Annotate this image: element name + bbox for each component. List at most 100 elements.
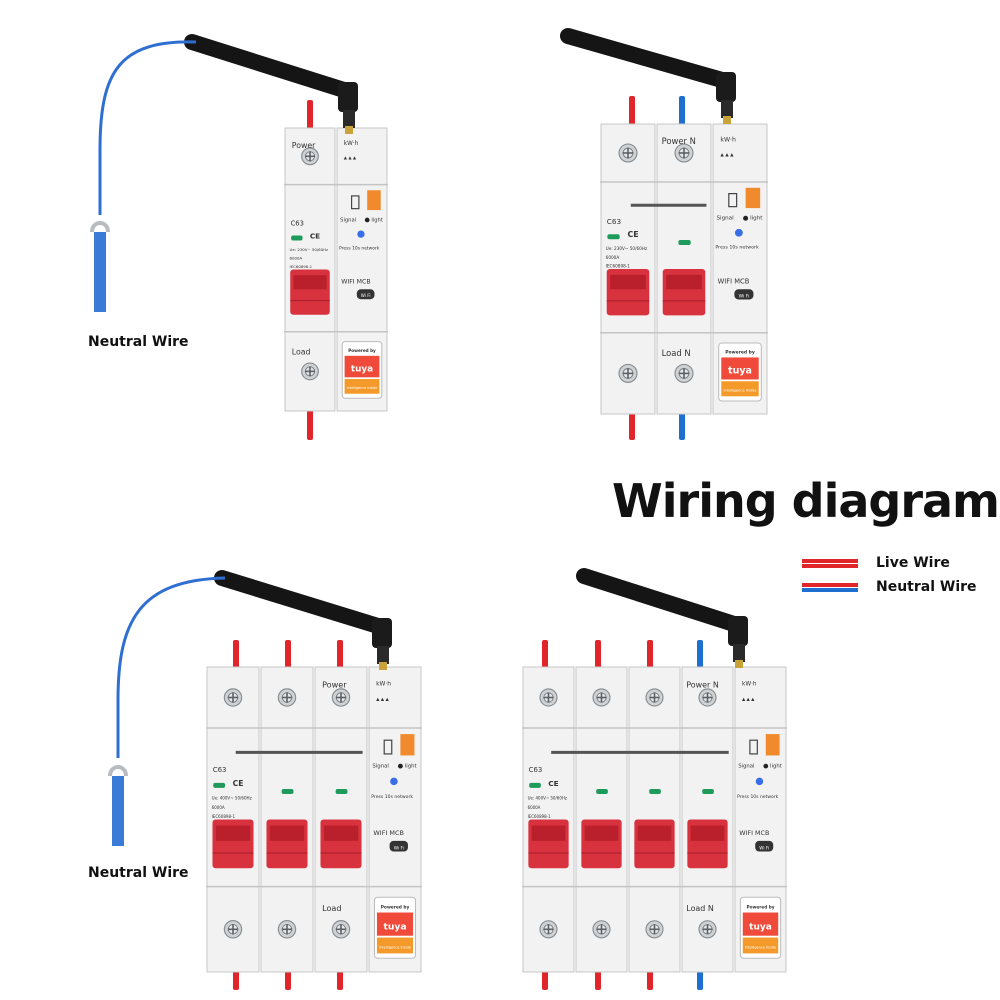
antenna-icon xyxy=(184,34,358,134)
bottom-terminal-screw-icon xyxy=(698,920,717,939)
ce-mark: CE xyxy=(548,779,559,788)
power-label: Power xyxy=(292,141,316,150)
handle-ridge xyxy=(584,825,619,841)
legend-label-live: Live Wire xyxy=(876,555,950,571)
pole-indicator-icon xyxy=(678,240,691,245)
brand-label: WIFI MCB xyxy=(739,830,769,837)
legend-label-neutral: Neutral Wire xyxy=(876,579,977,595)
top-terminal-screw-icon xyxy=(645,688,664,707)
power-label: Power N xyxy=(686,681,719,690)
top-terminal-screw-icon xyxy=(698,688,717,707)
antenna-joint xyxy=(338,82,358,112)
tuya-logo-text: tuya xyxy=(383,922,406,933)
neutral-cable-icon xyxy=(98,40,197,215)
pole-indicator-icon xyxy=(596,789,608,794)
load-label: Load N xyxy=(662,348,691,358)
wifi-badge-icon xyxy=(755,840,774,852)
orange-indicator-icon xyxy=(400,734,415,756)
meter-icons: ▲ ▲ ▲ xyxy=(742,697,755,702)
network-button xyxy=(390,777,398,786)
neutral-cable-end xyxy=(94,232,106,312)
status-indicator-icon xyxy=(291,235,303,241)
handle-ridge xyxy=(531,825,566,841)
antenna-joint xyxy=(728,616,748,646)
light-label: light xyxy=(371,217,383,223)
bottom-terminal-screw-icon xyxy=(277,920,297,939)
signal-led-icon xyxy=(364,217,370,223)
rating-label: C63 xyxy=(291,220,304,228)
intelligence-bg xyxy=(742,937,779,954)
rating-label: C63 xyxy=(213,765,227,774)
ce-mark: CE xyxy=(628,230,639,239)
wifi-badge-icon xyxy=(356,289,375,300)
neutral-wire-swatch xyxy=(802,582,858,592)
orange-indicator-icon xyxy=(367,190,381,211)
handle-ridge xyxy=(690,825,725,841)
intelligence-bg xyxy=(376,937,414,954)
intelligence-text: Intelligence Inside xyxy=(347,386,378,390)
load-label: Load xyxy=(322,903,341,913)
kwh-label: kW·h xyxy=(742,681,757,687)
neutral-wire-label-bottom: Neutral Wire xyxy=(88,865,189,881)
meter-icons: ▲ ▲ ▲ xyxy=(720,153,734,158)
network-button xyxy=(734,228,743,237)
bottom-terminal-screw-icon xyxy=(618,363,638,383)
top-terminal-screw-icon xyxy=(674,143,694,163)
legend-item-live: Live Wire xyxy=(802,551,950,575)
network-button xyxy=(755,777,764,786)
pole-indicator-icon xyxy=(649,789,661,794)
orange-indicator-icon xyxy=(765,734,780,756)
antenna-gold-nut xyxy=(379,662,387,670)
tuya-logo-bg xyxy=(344,355,380,378)
tuya-logo-bg xyxy=(742,912,779,936)
cable-lug-icon xyxy=(108,765,128,777)
wifi-badge-text: Wi Fi xyxy=(394,845,404,851)
signal-label: Signal xyxy=(738,764,754,770)
live-wire-swatch xyxy=(802,558,858,568)
antenna-gold-nut xyxy=(723,116,731,124)
cable-lug-icon xyxy=(90,221,110,233)
tuya-logo-bg xyxy=(721,357,759,380)
press-label: Press 10s network xyxy=(339,246,380,252)
signal-label: Signal xyxy=(716,216,734,222)
spec-text: IEC60898-1 xyxy=(290,264,313,269)
kwh-label: kW·h xyxy=(720,136,736,143)
tuya-logo-text: tuya xyxy=(351,365,373,375)
spec-text: 6000A xyxy=(212,805,225,810)
network-button xyxy=(357,230,365,238)
antenna-rod xyxy=(214,570,386,634)
kwh-label: kW·h xyxy=(376,680,391,687)
neutral-cable-end xyxy=(112,776,124,846)
legend-item-neutral: Neutral Wire xyxy=(802,575,977,599)
pole-indicator-icon xyxy=(335,789,348,794)
tuya-logo-text: tuya xyxy=(749,923,772,933)
top-terminal-screw-icon xyxy=(539,688,558,707)
antenna-rod xyxy=(560,28,730,88)
brand-label: WIFI MCB xyxy=(373,829,404,837)
tuya-logo-bg xyxy=(376,912,414,936)
antenna-icon xyxy=(576,568,748,668)
rating-label: C63 xyxy=(607,217,622,226)
intelligence-text: Intelligence Inside xyxy=(379,946,411,950)
meter-icons: ▲ ▲ ▲ xyxy=(344,155,357,160)
bottom-terminal-screw-icon xyxy=(539,920,558,939)
page-title: Wiring diagram xyxy=(612,474,1000,528)
meter-icons: ▲ ▲ ▲ xyxy=(376,698,389,703)
press-label: Press 10s network xyxy=(737,794,778,800)
spec-text: 6000A xyxy=(290,256,303,261)
wifi-badge-icon xyxy=(389,840,408,852)
handle-ridge xyxy=(269,825,305,841)
lock-icon xyxy=(749,739,758,755)
signal-label: Signal xyxy=(340,217,356,223)
wifi-badge-text: Wi Fi xyxy=(361,293,371,298)
load-label: Load N xyxy=(686,904,714,913)
antenna-connector xyxy=(733,644,745,662)
wifi-badge-icon xyxy=(734,289,754,300)
spec-text: Ue: 400V~ 50/60Hz xyxy=(212,796,252,801)
bottom-terminal-screw-icon xyxy=(223,920,243,939)
signal-led-icon xyxy=(743,215,749,221)
